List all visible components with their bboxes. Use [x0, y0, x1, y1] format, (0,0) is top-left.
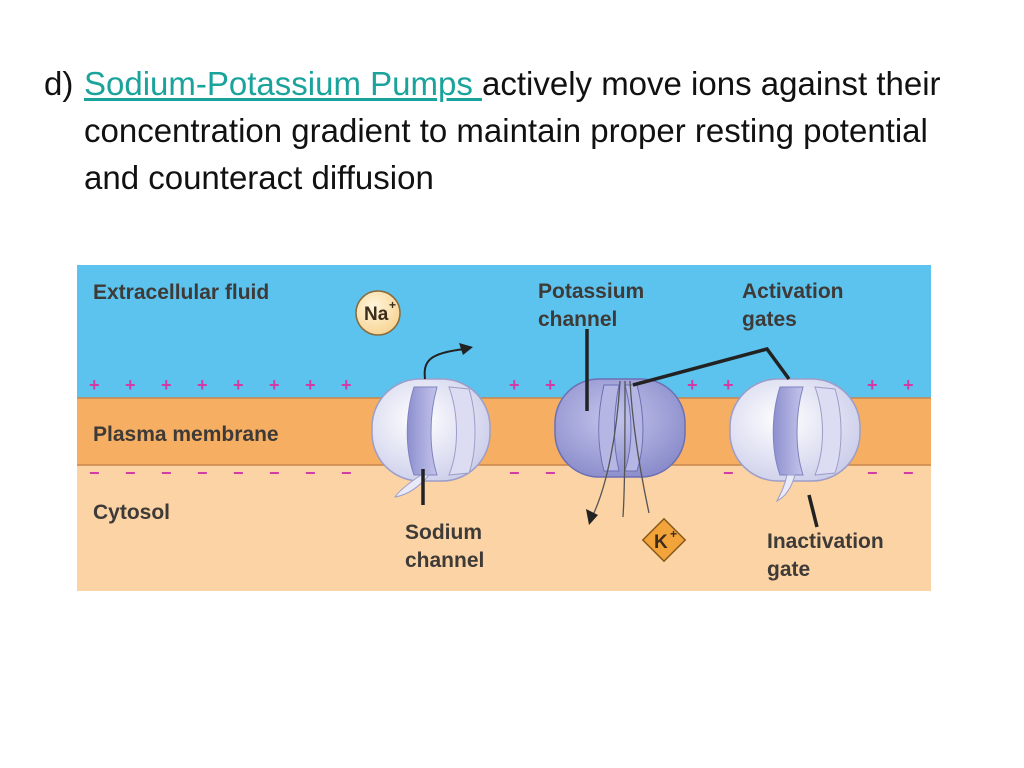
label-inactivation-gate-line2: gate: [767, 558, 810, 581]
label-potassium-channel-line1: Potassium: [538, 280, 644, 303]
potassium-flow-lines: [592, 380, 650, 518]
potassium-ion: K +: [641, 517, 687, 563]
negative-charge-marker: −: [89, 463, 100, 483]
membrane-channel-diagram: ++++++++++++++ −−−−−−−−−−−−−− Extracellu…: [77, 265, 931, 591]
inactivation-gate-pointer: [807, 494, 819, 528]
negative-charge-marker: −: [269, 463, 280, 483]
label-sodium-channel-line2: channel: [405, 549, 484, 572]
sodium-flow-arrowhead: [459, 343, 473, 355]
positive-charge-marker: +: [867, 375, 878, 395]
sodium-flow-arrow: [423, 348, 466, 380]
label-potassium-channel-line2: channel: [538, 308, 617, 331]
sodium-channel-gate-flap: [393, 474, 431, 498]
negative-charge-marker: −: [723, 463, 734, 483]
activation-gates-pointer: [632, 346, 791, 387]
svg-text:+: +: [389, 298, 396, 312]
positive-charge-marker: +: [341, 375, 352, 395]
bullet-marker: d): [44, 65, 74, 102]
sodium-ion: Na +: [355, 290, 401, 336]
label-extracellular-fluid: Extracellular fluid: [93, 281, 269, 304]
negative-charge-marker: −: [341, 463, 352, 483]
positive-charge-marker: +: [687, 375, 698, 395]
label-activation-gates-line1: Activation: [742, 280, 844, 303]
positive-charge-marker: +: [305, 375, 316, 395]
positive-charge-marker: +: [903, 375, 914, 395]
inactivation-gate-flap: [775, 474, 796, 503]
bullet-point: d) Sodium-Potassium Pumps actively move …: [44, 60, 984, 201]
negative-charge-marker: −: [509, 463, 520, 483]
positive-charge-marker: +: [269, 375, 280, 395]
potassium-flow-arrowhead: [586, 509, 598, 525]
svg-text:+: +: [670, 527, 677, 541]
negative-charge-marker: −: [233, 463, 244, 483]
positive-charge-marker: +: [89, 375, 100, 395]
svg-text:K: K: [654, 532, 668, 553]
bullet-body: actively move ions against their concent…: [84, 65, 941, 196]
potassium-channel: [554, 378, 686, 478]
negative-charge-marker: −: [867, 463, 878, 483]
positive-charge-marker: +: [197, 375, 208, 395]
positive-charge-marker: +: [545, 375, 556, 395]
label-sodium-channel-line1: Sodium: [405, 521, 482, 544]
svg-text:Na: Na: [364, 304, 389, 325]
negative-charge-marker: −: [197, 463, 208, 483]
positive-charge-marker: +: [125, 375, 136, 395]
negative-charge-marker: −: [125, 463, 136, 483]
positive-charge-marker: +: [161, 375, 172, 395]
negative-charge-marker: −: [305, 463, 316, 483]
negative-charge-marker: −: [903, 463, 914, 483]
sodium-channel: [371, 378, 491, 498]
positive-charge-marker: +: [233, 375, 244, 395]
label-inactivation-gate-line1: Inactivation: [767, 530, 884, 553]
gated-channel: [729, 378, 861, 503]
label-plasma-membrane: Plasma membrane: [93, 423, 279, 446]
positive-charge-marker: +: [723, 375, 734, 395]
sodium-potassium-pumps-link[interactable]: Sodium-Potassium Pumps: [84, 65, 482, 102]
positive-charge-marker: +: [509, 375, 520, 395]
diagram-canvas: ++++++++++++++ −−−−−−−−−−−−−− Extracellu…: [77, 265, 931, 591]
positive-charge-row: + + + + + + + + + + + + + +: [89, 375, 914, 395]
bullet-text: Sodium-Potassium Pumps actively move ion…: [84, 60, 984, 201]
label-cytosol: Cytosol: [93, 501, 170, 524]
negative-charge-marker: −: [161, 463, 172, 483]
label-activation-gates-line2: gates: [742, 308, 797, 331]
negative-charge-marker: −: [545, 463, 556, 483]
